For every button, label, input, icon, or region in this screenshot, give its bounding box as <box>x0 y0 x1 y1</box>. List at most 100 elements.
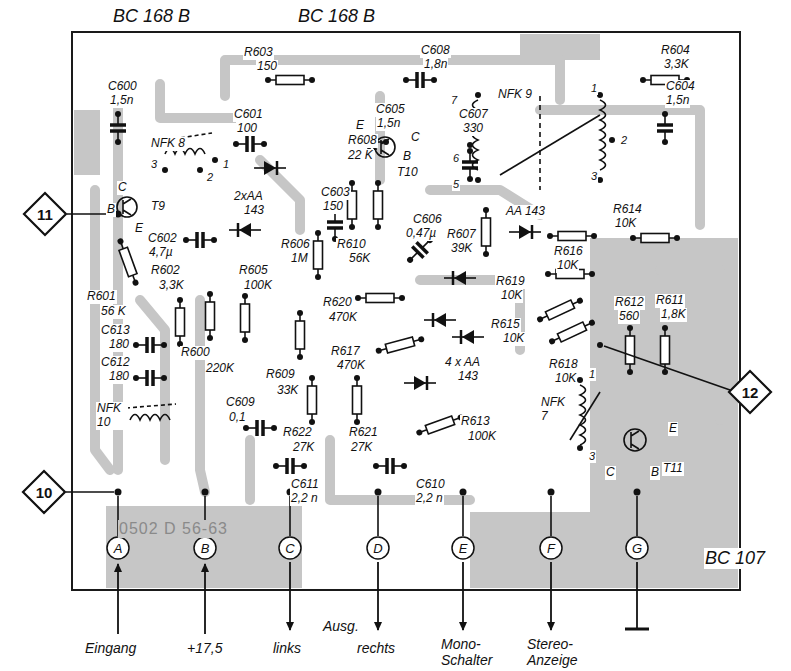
part-label: C603 <box>320 186 351 200</box>
part-label: C613 <box>100 324 131 338</box>
part-label: R600 <box>180 346 211 360</box>
part-label: R616 <box>553 245 584 259</box>
part-label: R614 <box>612 203 643 217</box>
part-label: 100K <box>243 279 273 293</box>
part-label: 33K <box>276 384 299 398</box>
connector-diamond: 12 <box>728 370 772 414</box>
copper-trace <box>95 60 720 500</box>
coil-symbol <box>580 385 586 445</box>
part-label: 1,8K <box>660 308 687 322</box>
pin-number: 6 <box>452 152 460 165</box>
pin-circle: C <box>278 536 302 560</box>
part-label: R611 <box>655 294 685 308</box>
part-label: E <box>668 422 678 436</box>
diode-symbol <box>254 161 286 175</box>
capacitor-symbol <box>133 370 167 386</box>
connector-number: 10 <box>36 484 53 501</box>
part-label: 56K <box>348 252 371 266</box>
connector-number: 11 <box>37 206 53 223</box>
part-label: C601 <box>233 108 264 122</box>
solder-pad <box>548 489 555 496</box>
part-label: R622 <box>282 426 313 440</box>
part-label: 10K <box>556 259 579 273</box>
diamond-shape <box>729 371 771 413</box>
transistor-type: BC 107 <box>704 548 766 569</box>
part-label: 0,47µ <box>405 227 437 241</box>
part-label: C606 <box>412 213 443 227</box>
diode-symbol <box>229 161 541 390</box>
part-label: T9 <box>150 200 166 214</box>
part-label: AA 143 <box>505 205 546 219</box>
coil-symbol <box>130 415 170 421</box>
part-label: C608 <box>420 44 451 58</box>
part-label: 180 <box>108 338 130 352</box>
pin-circle: B <box>193 536 217 560</box>
part-label: R617 <box>330 345 361 359</box>
part-label: 4,7µ <box>148 246 174 260</box>
copper-area <box>74 34 738 588</box>
part-label: 1,5n <box>376 117 401 131</box>
signal-name: Mono-Schalter <box>440 636 506 668</box>
diode-symbol <box>452 330 484 344</box>
resistor-symbol <box>415 412 465 438</box>
part-label: C604 <box>665 80 696 94</box>
leader-line <box>462 496 464 536</box>
copper-area <box>106 506 302 588</box>
part-label: 0,1 <box>228 411 247 425</box>
resistor-symbol <box>355 294 405 303</box>
signal-arrow <box>118 562 637 634</box>
pin-circle: A <box>106 536 130 560</box>
signal-arrow <box>636 562 638 628</box>
solder-pad <box>115 489 122 496</box>
capacitor-symbol <box>133 337 167 353</box>
solder-pad <box>634 489 641 496</box>
diode-symbol <box>444 271 476 285</box>
part-label: T11 <box>662 462 684 476</box>
part-label: T10 <box>396 166 419 180</box>
part-label: C <box>410 131 421 145</box>
signal-name: Stereo-Anzeige <box>526 636 592 668</box>
capacitor-symbol <box>403 72 437 88</box>
signal-arrow <box>462 562 464 630</box>
part-label: 1,8n <box>423 58 448 72</box>
resistor-symbol <box>241 293 250 343</box>
part-label: 180 <box>108 370 130 384</box>
resistor-symbol <box>375 334 426 356</box>
leader-line <box>604 346 730 390</box>
ground-symbol <box>625 628 649 631</box>
part-label: 143 <box>457 370 479 384</box>
part-label: 150 <box>256 60 278 74</box>
resistor-symbol <box>115 76 690 438</box>
resistor-symbol <box>547 317 596 346</box>
capacitor-symbol <box>233 136 267 152</box>
part-label: 27K <box>350 441 373 455</box>
resistor-symbol <box>547 232 597 241</box>
solder-pad <box>162 167 168 173</box>
signal-name: links <box>272 640 302 656</box>
part-label: 470K <box>328 311 358 325</box>
pin-letter: B <box>201 541 210 556</box>
part-label: NFK 10 <box>96 402 128 430</box>
diamond-shape <box>23 471 65 513</box>
capacitor-symbol <box>373 458 407 474</box>
pin-letter: A <box>114 541 123 556</box>
board <box>72 32 740 590</box>
solder-pad <box>212 157 218 163</box>
part-label: C610 <box>415 478 446 492</box>
part-label: 27K <box>292 441 315 455</box>
part-label: 100K <box>467 430 497 444</box>
circle-shape <box>626 537 648 559</box>
pin-letter: D <box>373 541 382 556</box>
pin-number: 5 <box>452 178 460 191</box>
resistor-symbol <box>353 375 362 425</box>
resistor-symbol <box>265 76 315 85</box>
signal-arrow <box>377 562 379 630</box>
pin-number: 1 <box>590 82 598 95</box>
resistor-symbol <box>314 230 323 280</box>
transistor-type: BC 168 B <box>297 6 376 27</box>
diode-symbol <box>229 223 261 237</box>
part-label: 3,3K <box>158 279 185 293</box>
coil-symbol <box>570 392 600 440</box>
signal-name: Eingang <box>84 640 137 656</box>
signal-name: Ausg. <box>322 618 360 634</box>
